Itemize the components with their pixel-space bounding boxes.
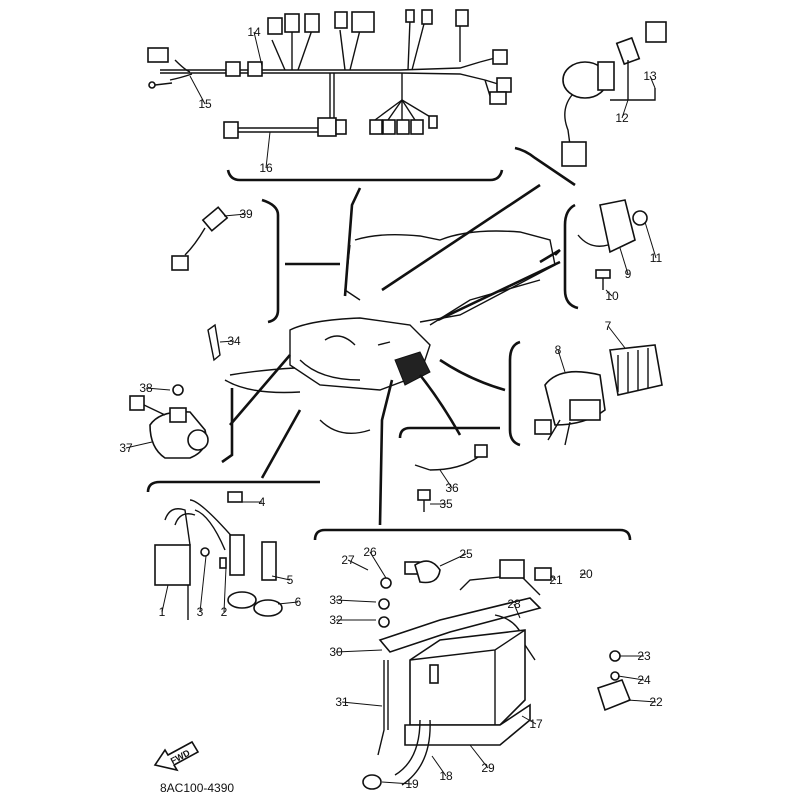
callout-leader-38 [145,387,171,391]
callout-39: 39 [239,207,253,221]
callout-19: 19 [405,777,419,791]
callout-leader-29 [469,744,489,769]
callout-leader-1 [161,584,169,613]
callout-28: 28 [507,597,521,611]
callout-leader-12 [621,99,629,119]
diagram-code: 8AC100-4390 [160,781,234,795]
callout-34: 34 [227,334,241,348]
callout-leader-27 [347,559,369,571]
callout-5: 5 [287,573,294,587]
callout-8: 8 [555,343,562,357]
callout-23: 23 [637,649,651,663]
callout-11: 11 [650,251,663,265]
callout-2: 2 [221,605,228,619]
callout-25: 25 [459,547,473,561]
callout-leader-18 [431,755,447,777]
callout-15: 15 [198,97,212,111]
callout-22: 22 [649,695,663,709]
callout-leader-9 [619,247,629,275]
snowmobile-outline [224,183,561,526]
callout-leader-15 [189,75,206,105]
callout-leader-7 [607,325,626,349]
callout-26: 26 [363,545,377,559]
callout-12: 12 [615,111,629,125]
callout-leader-30 [335,649,383,653]
callout-24: 24 [637,673,651,687]
callout-leader-33 [335,599,377,603]
callout-leader-8 [557,349,566,373]
temp-sensor-group [398,426,500,512]
callout-27: 27 [341,553,355,567]
callout-17: 17 [529,717,543,731]
callout-21: 21 [549,573,563,587]
callout-leader-28 [513,603,521,619]
callout-1: 1 [159,605,166,619]
callout-32: 32 [329,613,343,627]
callout-leader-2 [223,567,227,613]
callout-leader-36 [439,469,453,489]
callout-10: 10 [605,289,619,303]
callout-leader-26 [369,551,387,579]
callout-leader-25 [439,553,467,567]
callout-4: 4 [259,495,266,509]
callout-6: 6 [295,595,302,609]
forward-arrow-icon: FWD [153,740,200,772]
main-switch [514,21,667,187]
callout-leader-11 [644,221,657,259]
wire-harness [147,9,512,182]
callout-16: 16 [259,161,273,175]
left-parts [129,198,280,464]
callout-leader-21 [550,575,557,581]
callout-18: 18 [439,769,453,783]
callout-leader-3 [199,555,207,613]
callout-leader-10 [605,289,613,297]
callout-13: 13 [643,69,657,83]
callout-leader-14 [253,31,263,67]
callout-leader-19 [381,781,413,785]
callout-14: 14 [247,25,261,39]
callout-leader-22 [627,699,657,703]
callout-leader-6 [277,601,299,605]
callout-leader-16 [265,131,271,169]
callout-leader-17 [521,715,537,725]
callout-9: 9 [625,267,632,281]
callout-leader-5 [271,575,291,581]
callout-38: 38 [139,381,153,395]
callout-leader-34 [219,340,235,343]
callout-7: 7 [605,319,612,333]
ignition-coil-group [146,480,320,620]
callout-20: 20 [579,567,593,581]
callout-leader-37 [125,441,153,449]
callout-leader-31 [341,701,383,707]
callout-35: 35 [439,497,453,511]
callout-29: 29 [481,761,495,775]
callout-37: 37 [119,441,133,455]
callout-leader-13 [649,75,656,89]
callout-leader-39 [223,213,247,217]
callout-36: 36 [445,481,459,495]
right-parts [508,199,663,447]
callout-33: 33 [329,593,343,607]
callout-3: 3 [197,605,204,619]
callout-30: 30 [329,645,343,659]
callout-leader-24 [617,675,645,681]
callout-31: 31 [335,695,349,709]
